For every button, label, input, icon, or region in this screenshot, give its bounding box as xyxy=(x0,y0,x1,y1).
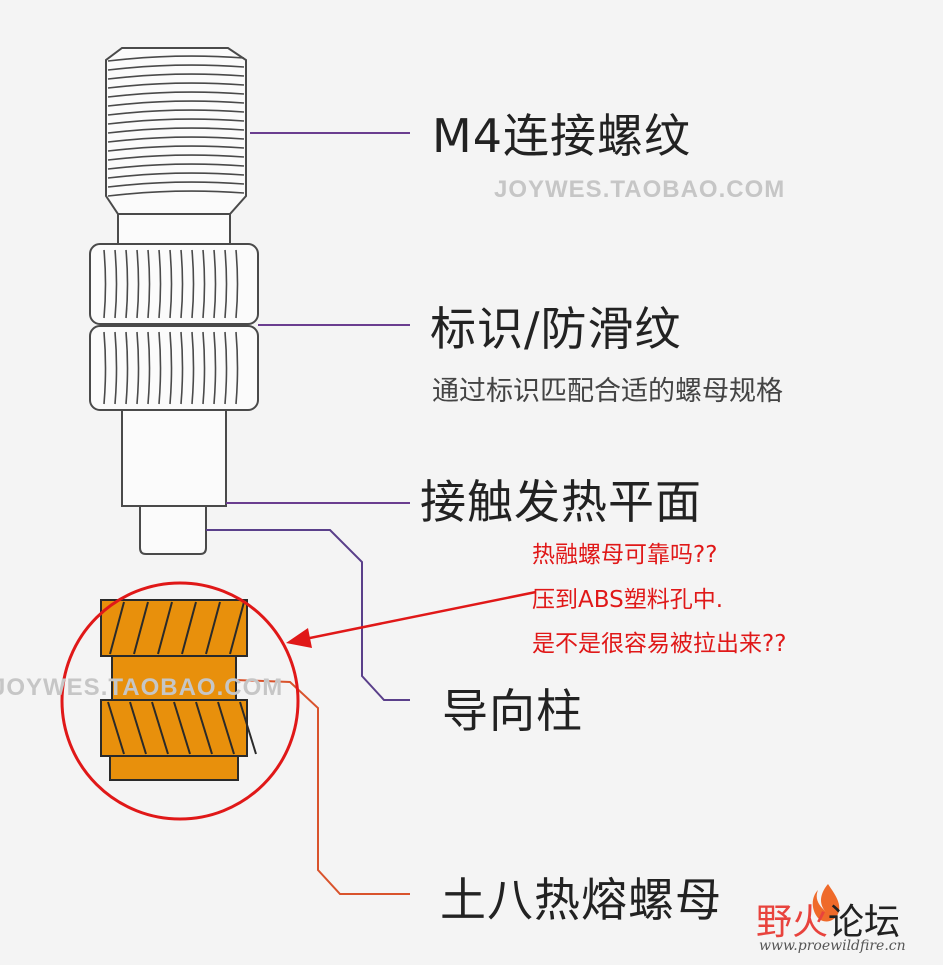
thread-crest xyxy=(107,163,245,170)
thread-crest xyxy=(107,118,245,125)
nut-knurl-line xyxy=(109,601,125,655)
callout-line-heat-nut xyxy=(235,679,410,895)
knurl-ridge xyxy=(158,249,162,319)
knurl-ridge xyxy=(191,331,195,405)
knurl-ridge xyxy=(103,331,107,405)
forum-logo: 野火论坛 xyxy=(756,893,900,945)
thread-crest xyxy=(107,64,245,71)
knurl-ridge xyxy=(103,249,107,319)
thread-crest xyxy=(107,145,245,152)
m4-thread-section xyxy=(105,47,247,215)
nut-knurl-line xyxy=(129,701,147,755)
knurl-ridge xyxy=(213,331,217,405)
label-contact-face: 接触发热平面 xyxy=(420,475,702,529)
thread-crest xyxy=(107,109,245,116)
nut-knurl-line xyxy=(181,601,197,655)
thread-crest xyxy=(107,190,245,197)
annotation-line-1: 热融螺母可靠吗?? xyxy=(532,542,718,568)
thread-neck xyxy=(117,213,231,245)
label-knurl-sub: 通过标识匹配合适的螺母规格 xyxy=(432,376,783,407)
thread-crest xyxy=(107,136,245,143)
annotation-line-3: 是不是很容易被拉出来?? xyxy=(532,631,787,657)
knurl-ridge xyxy=(136,249,140,319)
knurl-ridge xyxy=(158,331,162,405)
contact-heating-body xyxy=(121,409,227,507)
knurl-ridge xyxy=(235,249,239,319)
knurl-section xyxy=(89,243,259,411)
label-knurl: 标识/防滑纹 xyxy=(430,302,682,356)
forum-logo-url: www.proewildfire.cn xyxy=(759,938,906,954)
highlight-circle xyxy=(60,581,300,821)
heat-set-nut xyxy=(100,599,257,781)
label-heat-nut: 土八热熔螺母 xyxy=(440,873,722,927)
nut-knurl-line xyxy=(157,601,173,655)
label-guide-post: 导向柱 xyxy=(442,684,583,738)
knurl-ridge xyxy=(191,249,195,319)
nut-knurl-line xyxy=(195,701,213,755)
thread-crest xyxy=(107,172,245,179)
watermark-left: JOYWES.TAOBAO.COM xyxy=(0,674,284,701)
forum-logo-name-1: 野火 xyxy=(756,902,829,943)
thread-crest xyxy=(107,82,245,89)
knurl-ridge xyxy=(180,331,184,405)
nut-knurl-line xyxy=(173,701,191,755)
knurl-ridge xyxy=(136,331,140,405)
annotation-arrow xyxy=(286,590,537,648)
thread-crest xyxy=(107,127,245,134)
knurl-ridge xyxy=(147,331,151,405)
nut-knurl-line xyxy=(239,701,257,755)
thread-crest xyxy=(107,181,245,188)
knurl-ridge xyxy=(213,249,217,319)
label-m4-thread: M4连接螺纹 xyxy=(432,109,691,163)
thread-crest xyxy=(107,154,245,161)
thread-crest xyxy=(107,73,245,80)
nut-knurl-line xyxy=(229,601,245,655)
knurl-ridge xyxy=(114,331,118,405)
knurl-ridge xyxy=(125,249,129,319)
knurl-ridge xyxy=(169,249,173,319)
thread-crest xyxy=(107,91,245,98)
knurl-ridge xyxy=(224,249,228,319)
guide-post-shape xyxy=(139,505,207,555)
watermark-top: JOYWES.TAOBAO.COM xyxy=(494,176,786,203)
nut-knurl-line xyxy=(151,701,169,755)
flame-icon xyxy=(812,884,840,922)
knurl-ridge xyxy=(235,331,239,405)
knurl-ridge xyxy=(125,331,129,405)
knurl-ridge xyxy=(114,249,118,319)
thread-crest xyxy=(107,100,245,107)
knurl-ridge xyxy=(147,249,151,319)
callout-line-guide-post xyxy=(206,529,410,701)
knurl-ridge xyxy=(224,331,228,405)
nut-knurl-line xyxy=(107,701,125,755)
knurl-ridge xyxy=(169,331,173,405)
nut-knurl-line xyxy=(217,701,235,755)
nut-knurl-line xyxy=(205,601,221,655)
annotation-line-2: 压到ABS塑料孔中. xyxy=(532,587,724,613)
thread-crest xyxy=(107,55,245,62)
forum-logo-name-2: 论坛 xyxy=(828,902,901,943)
knurl-ridge xyxy=(180,249,184,319)
knurl-ridge xyxy=(202,331,206,405)
nut-knurl-line xyxy=(133,601,149,655)
knurl-ridge xyxy=(202,249,206,319)
